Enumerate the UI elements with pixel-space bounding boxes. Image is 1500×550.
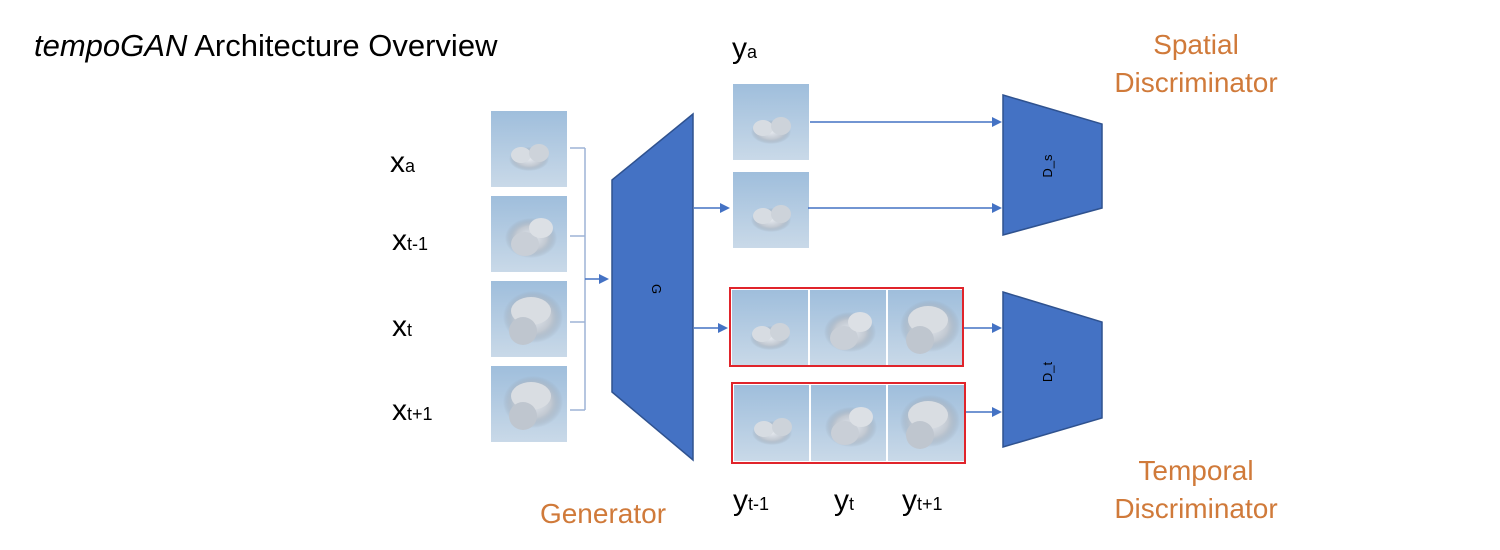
svg-text:xt-1: xt-1 [392,224,428,257]
input-label-xt: xt [392,310,412,343]
spatial-discriminator-label: D_s [1040,154,1055,178]
svg-text:xt+1: xt+1 [392,394,433,427]
output-label-yt-1: yt-1 [733,484,769,517]
svg-text:ya: ya [732,32,758,65]
output-label-yt: yt [834,484,854,517]
temporal-discriminator-caption-line2: Discriminator [1114,493,1277,524]
temporal-sequence-generated [729,287,964,367]
temporal-discriminator-label: D_t [1040,361,1055,382]
spatial-discriminator-caption-line2: Discriminator [1114,67,1277,98]
temporal-discriminator-caption-line1: Temporal [1138,455,1253,486]
input-frame-t-1 [491,196,567,272]
spatial-frame-real [733,84,809,160]
diagram-title: tempoGAN Architecture Overview [34,28,498,63]
input-label-xt+1: xt+1 [392,394,433,427]
temporal-sequence-real [731,382,966,464]
generator-block [611,112,694,462]
output-label-yt+1: yt+1 [902,484,943,517]
input-label-xa: xa [390,146,416,179]
input-frame-t+1 [491,366,567,442]
spatial-discriminator-caption-line1: Spatial [1153,29,1239,60]
svg-text:xa: xa [390,146,416,179]
temporal-discriminator-block [1002,290,1103,449]
output-label-ya: ya [732,32,758,65]
input-frame-t [491,281,567,357]
spatial-discriminator-block [1002,93,1103,236]
generator-block-label: G [649,284,664,294]
spatial-frame-generated [733,172,809,248]
input-label-xt-1: xt-1 [392,224,428,257]
generator-caption: Generator [540,498,666,529]
input-bracket [570,147,586,411]
svg-text:yt-1: yt-1 [733,484,769,517]
input-frame-a [491,111,567,187]
svg-text:xt: xt [392,310,412,343]
svg-text:yt+1: yt+1 [902,484,943,517]
svg-text:yt: yt [834,484,854,517]
